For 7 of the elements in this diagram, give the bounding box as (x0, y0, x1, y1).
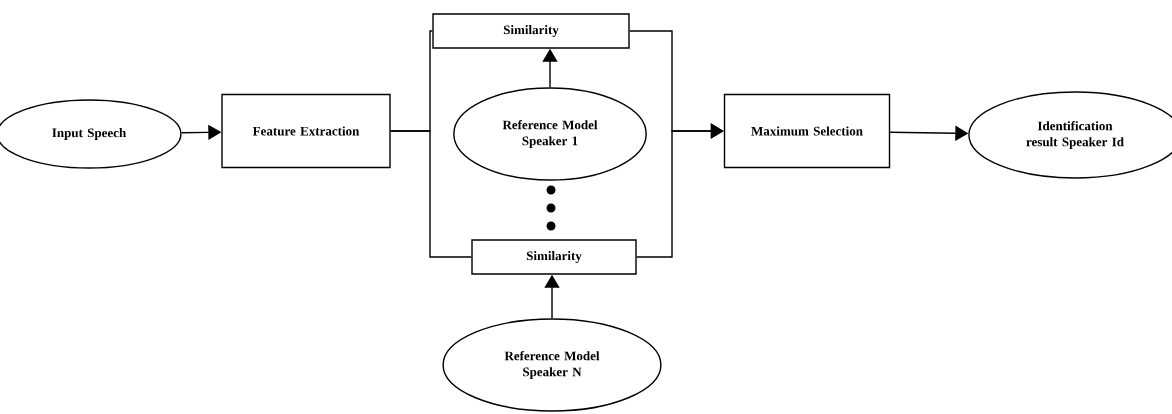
process-box: Similarity (432, 13, 630, 49)
ellipse-node: Reference Model Speaker N (442, 318, 662, 412)
ellipse-node: Reference Model Speaker 1 (453, 87, 647, 181)
process-box: Similarity (471, 239, 637, 275)
arrow (636, 123, 724, 258)
process-box: Maximum Selection (723, 93, 891, 169)
process-box: Feature Extraction (221, 93, 391, 169)
